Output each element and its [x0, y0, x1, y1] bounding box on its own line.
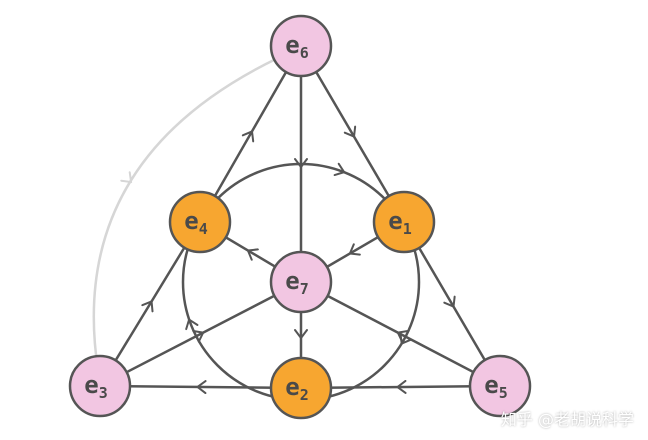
node-e5: e5 [468, 354, 532, 418]
node-e1: e1 [372, 190, 436, 254]
node-label-e3: e3 [84, 371, 107, 402]
edge-e3-e7 [99, 280, 302, 388]
node-circle-e4 [168, 190, 232, 254]
node-label-e5: e5 [484, 371, 507, 402]
node-circle-e2 [269, 356, 333, 420]
node-e2: e2 [269, 356, 333, 420]
node-e3: e3 [68, 354, 132, 418]
node-label-e6: e6 [285, 31, 308, 62]
node-circle-e5 [468, 354, 532, 418]
light-curve-arrow [120, 171, 133, 184]
watermark: 知乎 @老胡说科学 [500, 410, 634, 429]
node-circle-e6 [269, 14, 333, 78]
node-label-e7: e7 [285, 267, 308, 298]
node-circle-e7 [269, 250, 333, 314]
edges [98, 45, 502, 395]
light-curved-edge [92, 56, 279, 371]
node-circle-e3 [68, 354, 132, 418]
node-e4: e4 [168, 190, 232, 254]
node-label-e4: e4 [184, 207, 207, 238]
nodes: e6 e4 e1 e7 e3 e2 e5 [68, 14, 532, 420]
node-circle-e1 [372, 190, 436, 254]
node-label-e2: e2 [285, 373, 308, 404]
node-label-e1: e1 [388, 207, 411, 238]
node-e7: e7 [269, 250, 333, 314]
node-e6: e6 [269, 14, 333, 78]
